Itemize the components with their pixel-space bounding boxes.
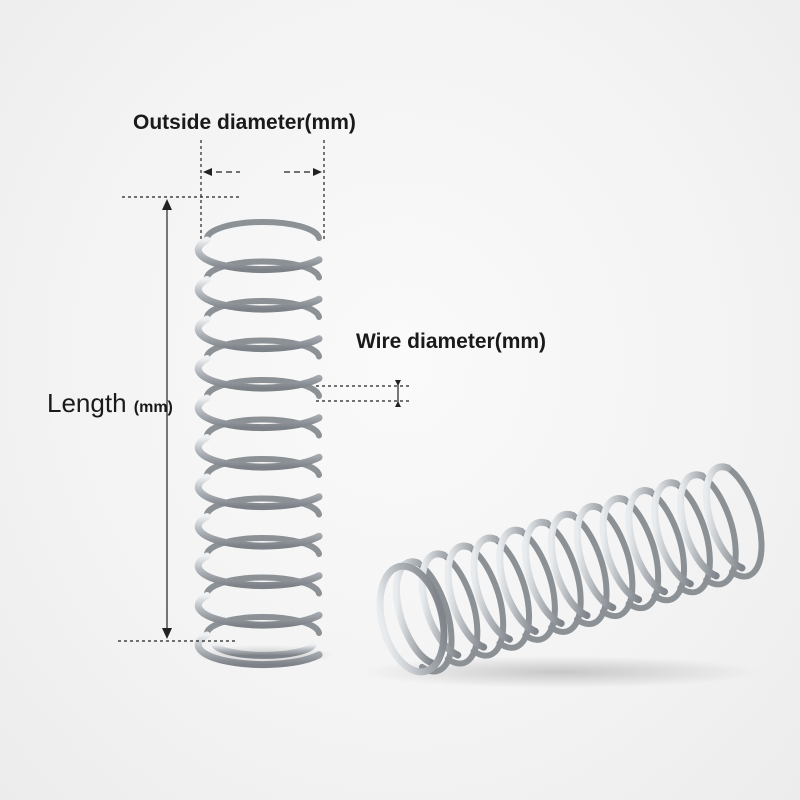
- vertical-spring-coil-back: [203, 376, 322, 401]
- vertical-spring-coil-back: [203, 416, 322, 441]
- horizontal-spring-coil: [651, 479, 694, 588]
- horizontal-spring-coil: [496, 526, 539, 635]
- horizontal-spring-coil-back: [544, 520, 584, 635]
- vertical-spring-coil: [194, 315, 323, 353]
- length-label: Length (mm): [47, 388, 173, 419]
- horizontal-compression-spring: [376, 463, 746, 676]
- horizontal-spring-coil: [677, 471, 720, 580]
- horizontal-spring-coil: [702, 463, 746, 572]
- horizontal-spring-coil-back: [699, 472, 739, 588]
- vertical-spring-coil: [194, 236, 323, 274]
- vertical-spring-coil-back: [203, 613, 322, 638]
- vertical-spring-coil-back: [203, 574, 322, 599]
- horizontal-spring-coil-back: [518, 528, 558, 643]
- horizontal-spring-coil: [625, 487, 668, 596]
- horizontal-spring-back-coils: [415, 465, 765, 675]
- vertical-spring-coil-back: [203, 337, 322, 362]
- vertical-spring-coil-back: [203, 297, 322, 322]
- vertical-spring-coil: [194, 592, 323, 629]
- horizontal-spring-coil-back: [466, 544, 507, 659]
- horizontal-spring-coil-back: [725, 465, 765, 580]
- outside-diameter-label: Outside diameter(mm): [133, 111, 356, 134]
- horizontal-spring-coil-back: [673, 480, 713, 596]
- horizontal-spring-coil-back: [440, 552, 481, 667]
- length-label-text: Length: [47, 388, 127, 418]
- horizontal-spring-coil-back: [621, 496, 662, 612]
- horizontal-spring-coil-back: [647, 488, 688, 604]
- vertical-spring-coil: [194, 434, 323, 471]
- vertical-spring-end-coil: [211, 641, 317, 659]
- horizontal-spring-coil: [522, 518, 565, 627]
- horizontal-spring-coil-back: [492, 536, 533, 651]
- vertical-compression-spring: [194, 236, 323, 669]
- horizontal-spring-coil: [573, 502, 617, 612]
- horizontal-spring-end-ring: [376, 562, 448, 676]
- horizontal-spring-coil: [470, 534, 513, 643]
- horizontal-spring-coil: [444, 542, 488, 651]
- vertical-spring-coil-back: [203, 495, 322, 520]
- wire-diameter-label: Wire diameter(mm): [356, 330, 547, 353]
- wire-diameter-dimension: [316, 380, 412, 407]
- length-unit: (mm): [133, 399, 173, 416]
- horizontal-spring-coil-back: [595, 504, 636, 620]
- vertical-spring-coil: [194, 513, 323, 550]
- vertical-spring-coil-back: [203, 218, 322, 243]
- vertical-spring-coil: [194, 394, 323, 432]
- vertical-spring-coil-back: [203, 258, 322, 283]
- vertical-spring-back-coils: [203, 218, 322, 638]
- horizontal-spring-coil-back: [415, 560, 455, 675]
- horizontal-spring-coil-back: [570, 512, 610, 627]
- vertical-spring-coil: [194, 552, 323, 590]
- length-dimension: [118, 196, 240, 642]
- vertical-spring-coil: [194, 473, 323, 511]
- vertical-spring-coil: [194, 631, 323, 669]
- vertical-spring-coil-back: [203, 455, 322, 480]
- vertical-spring-coil-back: [203, 534, 322, 559]
- horizontal-spring-coil: [599, 494, 643, 604]
- horizontal-spring-coil: [547, 510, 591, 619]
- outside-diameter-dimension: [200, 140, 325, 242]
- vertical-spring-coil: [194, 355, 323, 392]
- vertical-spring-coil: [194, 276, 323, 313]
